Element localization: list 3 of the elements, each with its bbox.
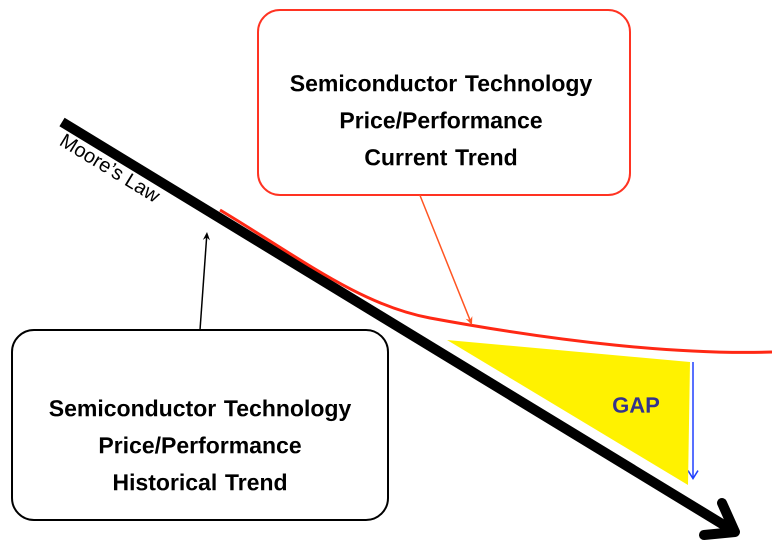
callout-box: Semiconductor Technology Price/Performance Current Trend — [257, 9, 631, 196]
gap-triangle: GAP — [447, 340, 690, 485]
callout-box: Semiconductor Technology Price/Performance Historical Trend — [11, 329, 389, 521]
